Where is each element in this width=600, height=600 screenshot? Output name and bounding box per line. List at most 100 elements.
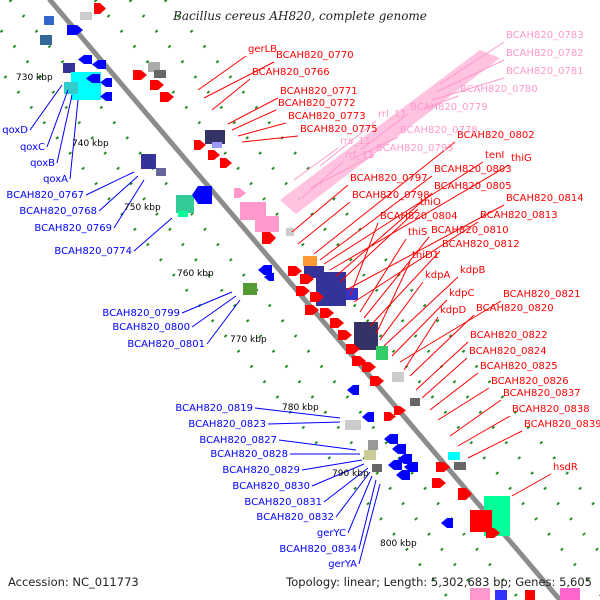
gene-block	[560, 588, 580, 600]
gene-block	[154, 70, 166, 78]
gene-label-qoxb: qoxB	[30, 158, 55, 169]
gene-label-rrf-11: rrf_11	[345, 150, 374, 161]
gene-label-bcah820-0814: BCAH820_0814	[506, 193, 584, 204]
gene-arrow	[100, 78, 112, 87]
gene-arrow	[192, 186, 212, 204]
leader-line	[323, 161, 484, 265]
gene-block	[240, 202, 266, 220]
leader-line	[241, 135, 299, 143]
kbp-mark: 780 kbp	[282, 403, 319, 413]
gene-block	[205, 130, 225, 144]
gene-arrow	[384, 434, 398, 444]
gene-label-bcah820-0767: BCAH820_0767	[6, 190, 84, 201]
genome-backbone	[47, 0, 563, 600]
gene-arrow	[441, 518, 453, 528]
leader-line	[335, 471, 371, 518]
leader-line	[133, 217, 173, 252]
gene-label-bcah820-0783: BCAH820_0783	[506, 30, 584, 41]
gene-label-bcah820-0801: BCAH820_0801	[127, 339, 205, 350]
leader-line	[358, 483, 381, 565]
gene-block	[176, 195, 194, 213]
gene-arrow	[78, 55, 92, 64]
leader-line	[254, 407, 341, 419]
leader-line	[425, 95, 459, 109]
gene-label-bcah820-0824: BCAH820_0824	[469, 346, 547, 357]
gene-label-thig: thiG	[511, 153, 532, 164]
gene-label-bcah820-0839: BCAH820_0839	[524, 419, 600, 430]
gene-label-qoxd: qoxD	[2, 125, 28, 136]
gene-label-rrl-11: rrl_11	[378, 109, 407, 120]
gene-block	[44, 16, 54, 25]
leader-line	[69, 99, 79, 180]
kbp-mark: 730 kbp	[16, 73, 53, 83]
gene-arrow	[300, 274, 314, 284]
gene-label-hsdr: hsdR	[553, 462, 578, 473]
gene-arrow	[296, 286, 310, 296]
gene-label-bcah820-0770: BCAH820_0770	[276, 50, 354, 61]
leader-line	[267, 421, 341, 425]
gene-label-qoxa: qoxA	[43, 174, 68, 185]
leader-line	[319, 175, 433, 261]
gene-arrow	[194, 140, 206, 150]
leader-line	[359, 238, 407, 313]
leader-line	[383, 276, 459, 347]
gene-label-bcah820-0781: BCAH820_0781	[506, 66, 584, 77]
gene-label-bcah820-0799: BCAH820_0799	[102, 308, 180, 319]
gene-arrow	[388, 460, 402, 470]
gene-block	[354, 322, 378, 350]
gene-labels: qoxDqoxCqoxBqoxABCAH820_0767BCAH820_0768…	[2, 30, 600, 570]
rrna-band	[280, 50, 500, 214]
leader-line	[329, 164, 510, 271]
gene-label-bcah820-0779: BCAH820_0779	[410, 102, 488, 113]
kbp-mark: 750 kbp	[124, 203, 161, 213]
leader-line	[409, 314, 475, 377]
gene-label-bcah820-0823: BCAH820_0823	[188, 419, 266, 430]
gene-arrow	[220, 158, 232, 168]
leader-line	[429, 372, 479, 411]
gene-block	[63, 63, 75, 73]
leader-line	[449, 399, 502, 437]
leader-line	[211, 78, 251, 111]
gene-arrow	[160, 92, 174, 102]
gene-arrow	[234, 188, 246, 198]
gene-label-bcah820-0832: BCAH820_0832	[256, 512, 334, 523]
kbp-mark: 760 kbp	[177, 269, 214, 279]
gene-label-bcah820-0802: BCAH820_0802	[457, 130, 535, 141]
gene-arrow	[362, 362, 376, 372]
gene-arrow	[338, 330, 352, 340]
gene-block	[286, 228, 294, 236]
gene-label-bcah820-0805: BCAH820_0805	[434, 181, 512, 192]
gene-arrow	[262, 232, 276, 244]
gene-block	[368, 440, 378, 450]
gene-label-bcah820-0775: BCAH820_0775	[300, 124, 378, 135]
gene-block	[255, 216, 279, 232]
gene-block	[525, 590, 535, 600]
leader-line	[309, 154, 375, 189]
leader-line	[197, 55, 247, 91]
gene-label-bcah820-0804: BCAH820_0804	[380, 211, 458, 222]
leader-line	[349, 136, 399, 161]
gene-arrow	[370, 376, 384, 386]
leader-line	[85, 171, 135, 196]
map-title: Bacillus cereus AH820, complete genome	[173, 9, 427, 23]
label-leader-lines	[29, 41, 552, 565]
gene-label-bcah820-0834: BCAH820_0834	[279, 544, 357, 555]
kbp-mark: 740 kbp	[72, 139, 109, 149]
gene-label-bcah820-0773: BCAH820_0773	[288, 111, 366, 122]
gene-block	[64, 82, 78, 94]
gene-block	[303, 256, 317, 266]
leader-line	[363, 236, 430, 319]
gene-block	[410, 398, 420, 406]
gene-label-bcah820-0780: BCAH820_0780	[460, 84, 538, 95]
gene-block	[346, 288, 358, 300]
gene-label-bcah820-0810: BCAH820_0810	[431, 225, 509, 236]
gene-arrow	[404, 462, 418, 472]
leader-line	[369, 250, 441, 327]
gene-arrow	[67, 25, 83, 35]
gene-arrow	[396, 470, 410, 480]
accession-text: Accession: NC_011773	[8, 575, 139, 589]
gene-arrow	[86, 74, 100, 83]
leader-line	[349, 222, 379, 297]
